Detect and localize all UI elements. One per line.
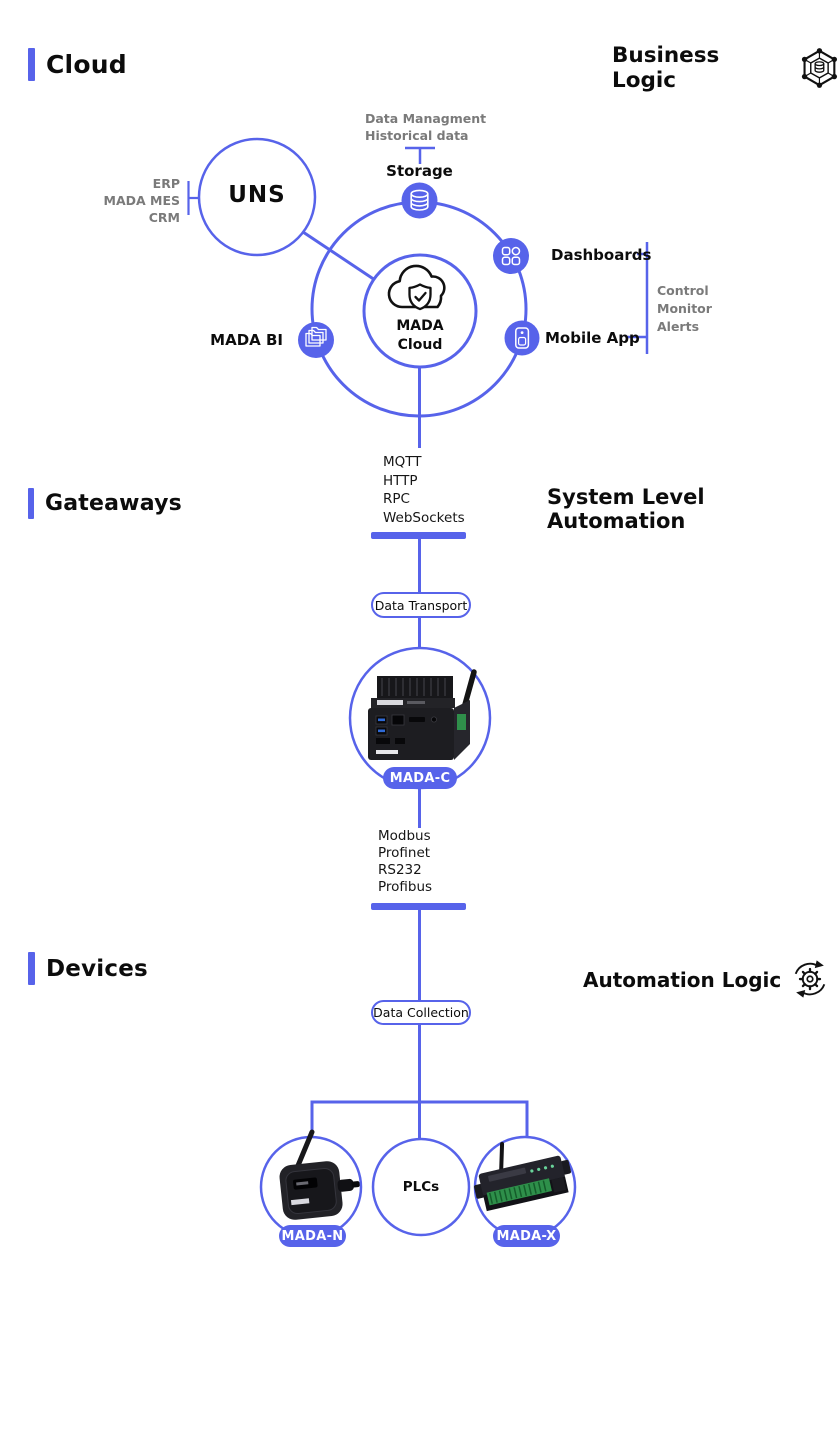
device-branch-connector bbox=[310, 1100, 529, 1139]
gateway-device-divider-bar bbox=[371, 903, 466, 910]
bi-node bbox=[298, 322, 334, 358]
uns-source-item: CRM bbox=[148, 210, 180, 225]
business-logic-header: Business Logic bbox=[612, 43, 840, 93]
mada-n-pill: MADA-N bbox=[279, 1225, 346, 1247]
hub-label-line2: Cloud bbox=[397, 337, 443, 353]
protocol-item: HTTP bbox=[383, 472, 418, 489]
mada-n-device-image bbox=[279, 1129, 360, 1220]
phone-icon bbox=[515, 327, 530, 349]
field-protocols: Modbus Profinet RS232 Profibus bbox=[378, 828, 432, 896]
cloud-gateway-divider-bar bbox=[371, 532, 466, 539]
cloud-section-title: Cloud bbox=[46, 50, 127, 79]
data-collection-pill: Data Collection bbox=[371, 1000, 471, 1025]
mada-c-pill: MADA-C bbox=[383, 767, 457, 789]
section-accent-bar bbox=[28, 488, 34, 519]
storage-node bbox=[401, 182, 438, 219]
gear-sync-icon bbox=[795, 960, 826, 998]
data-transport-pill: Data Transport bbox=[371, 592, 471, 618]
plcs-label: PLCs bbox=[402, 1179, 440, 1195]
database-icon bbox=[410, 189, 429, 211]
automation-logic-header: Automation Logic bbox=[583, 960, 830, 1000]
storage-label: Storage bbox=[386, 162, 453, 180]
protocol-item: RPC bbox=[383, 491, 410, 507]
protocol-item: WebSockets bbox=[383, 509, 465, 526]
business-logic-title: Business Logic bbox=[612, 43, 720, 93]
uns-label: UNS bbox=[228, 182, 286, 208]
protocol-item: RS232 bbox=[378, 862, 422, 878]
hexagon-network-icon bbox=[802, 48, 838, 88]
cloud-protocols: MQTT HTTP RPC WebSockets bbox=[383, 453, 465, 527]
mada-x-device-image bbox=[474, 1141, 571, 1212]
hub-label: MADA Cloud bbox=[378, 317, 462, 355]
gateways-section-header: Gateaways bbox=[28, 488, 182, 519]
storage-note-line: Data Managment bbox=[365, 111, 487, 126]
cloud-section-header: Cloud bbox=[28, 48, 127, 81]
hub-label-line1: MADA bbox=[396, 318, 444, 334]
app-function-item: Control bbox=[657, 283, 709, 298]
cloud-shield-icon bbox=[387, 264, 446, 311]
dashboards-node bbox=[493, 238, 529, 274]
app-function-item: Monitor bbox=[657, 301, 712, 316]
storage-connector bbox=[405, 146, 435, 164]
devices-section-header: Devices bbox=[28, 952, 148, 985]
uns-source-item: ERP bbox=[152, 176, 180, 191]
protocol-item: Modbus bbox=[378, 828, 431, 844]
app-function-item: Alerts bbox=[657, 319, 700, 334]
section-accent-bar bbox=[28, 952, 35, 985]
plc-circle bbox=[371, 1137, 471, 1237]
storage-note-line: Historical data bbox=[365, 128, 469, 143]
app-functions: Control Monitor Alerts bbox=[657, 282, 712, 336]
protocol-item: MQTT bbox=[383, 454, 422, 470]
automation-logic-title: Automation Logic bbox=[583, 968, 782, 992]
protocol-item: Profibus bbox=[378, 879, 433, 895]
gateways-section-title: Gateaways bbox=[45, 491, 182, 516]
uns-source-item: MADA MES bbox=[103, 193, 181, 208]
apps-bracket bbox=[626, 242, 649, 354]
hub-circle bbox=[362, 253, 478, 369]
protocol-item: Profinet bbox=[378, 845, 431, 861]
folders-icon bbox=[305, 326, 327, 347]
mada-c-device-image bbox=[368, 669, 477, 760]
mobile-node bbox=[504, 320, 540, 356]
dashboards-label: Dashboards bbox=[551, 246, 652, 264]
grid-icon bbox=[501, 246, 521, 266]
devices-section-title: Devices bbox=[46, 955, 148, 982]
mobile-app-label: Mobile App bbox=[545, 329, 640, 347]
uns-sources: ERP MADA MES CRM bbox=[92, 175, 181, 226]
storage-notes: Data Managment Historical data bbox=[365, 110, 486, 144]
mada-bi-label: MADA BI bbox=[210, 331, 283, 349]
mada-x-pill: MADA-X bbox=[493, 1225, 560, 1247]
system-level-automation-title: System Level Automation bbox=[547, 485, 705, 533]
uns-sources-bracket bbox=[187, 181, 200, 215]
section-accent-bar bbox=[28, 48, 35, 81]
